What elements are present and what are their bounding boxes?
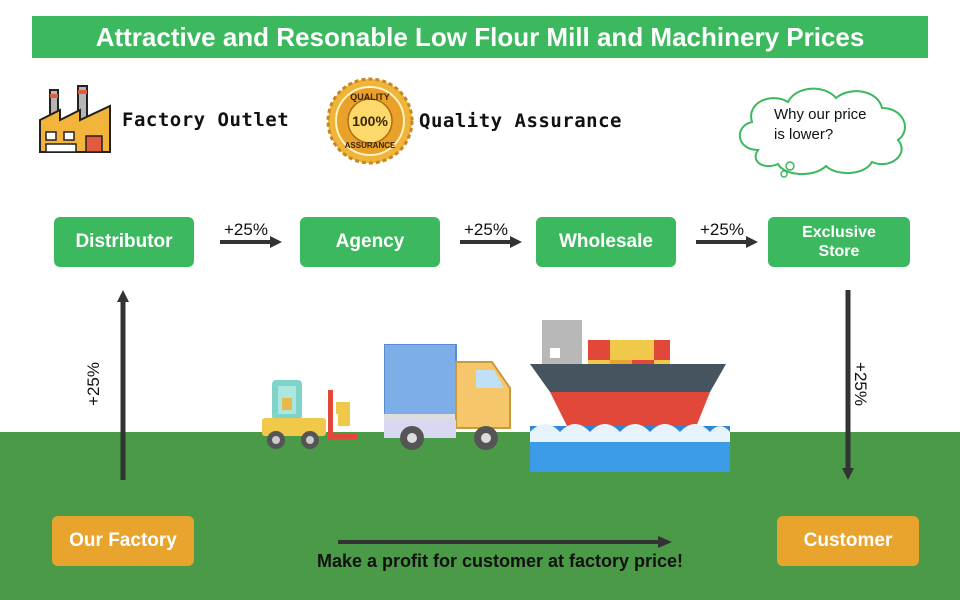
factory-icon xyxy=(36,84,114,156)
node-customer: Customer xyxy=(777,516,919,566)
node-our-factory: Our Factory xyxy=(52,516,194,566)
badge-center-text: 100% xyxy=(352,113,388,129)
feature-label: Quality Assurance xyxy=(419,110,622,132)
markup-label: +25% xyxy=(850,362,870,406)
tagline: Make a profit for customer at factory pr… xyxy=(290,551,710,572)
markup-label: +25% xyxy=(224,220,268,240)
node-exclusive-line-2: Store xyxy=(802,242,876,261)
callout-text: Why our price is lower? xyxy=(774,105,894,145)
arrow-up-icon xyxy=(117,290,129,480)
page-title: Attractive and Resonable Low Flour Mill … xyxy=(32,16,928,58)
markup-label: +25% xyxy=(464,220,508,240)
node-distributor: Distributor xyxy=(54,217,194,267)
feature-label: Factory Outlet xyxy=(122,109,289,131)
cargo-ship-icon xyxy=(530,320,730,472)
feature-factory-outlet: Factory Outlet xyxy=(36,84,289,156)
badge-bottom-text: ASSURANCE xyxy=(345,141,396,150)
markup-label: +25% xyxy=(84,362,104,406)
truck-icon xyxy=(384,344,516,454)
callout-line-1: Why our price xyxy=(774,105,894,125)
markup-label: +25% xyxy=(700,220,744,240)
badge-top-text: QUALITY xyxy=(350,92,390,102)
feature-quality-assurance: QUALITY 100% ASSURANCE Quality Assurance xyxy=(325,76,622,166)
quality-badge-icon: QUALITY 100% ASSURANCE xyxy=(325,76,415,166)
node-exclusive-store: Exclusive Store xyxy=(768,217,910,267)
arrow-right-icon xyxy=(338,536,672,548)
forklift-icon xyxy=(262,376,360,452)
callout-line-2: is lower? xyxy=(774,125,894,145)
node-exclusive-line-1: Exclusive xyxy=(802,223,876,242)
node-wholesale: Wholesale xyxy=(536,217,676,267)
node-agency: Agency xyxy=(300,217,440,267)
